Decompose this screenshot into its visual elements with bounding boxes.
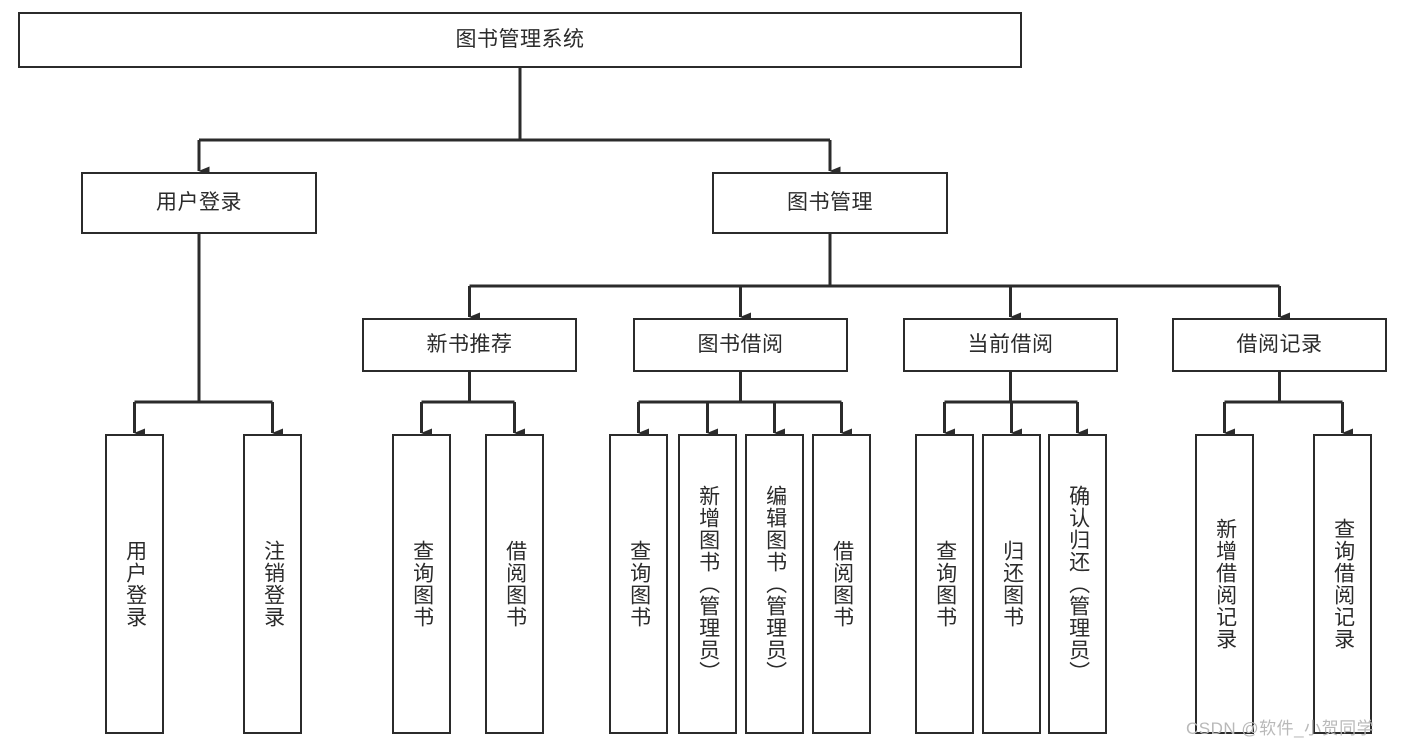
node-root[interactable]: 图书管理系统 [18,12,1022,68]
node-user-login[interactable]: 用户登录 [81,172,317,234]
node-label: 确认归还（管理员） [1066,485,1090,683]
node-label: 图书管理系统 [455,28,585,52]
node-label: 注销登录 [261,540,285,628]
node-label: 借阅图书 [503,540,527,628]
watermark: CSDN @软件_小贺同学 [1186,719,1375,738]
node-label: 归还图书 [1000,540,1024,628]
node-label: 查询图书 [627,540,651,628]
node-label: 新增图书（管理员） [696,485,720,683]
node-label: 借阅记录 [1236,333,1323,357]
node-book-manage[interactable]: 图书管理 [712,172,948,234]
node-leaf-logout[interactable]: 注销登录 [243,434,302,734]
node-book-borrow[interactable]: 图书借阅 [633,318,848,372]
node-label: 用户登录 [123,540,147,628]
node-label: 图书借阅 [697,333,784,357]
node-label: 当前借阅 [967,333,1054,357]
node-leaf-query-book-2[interactable]: 查询图书 [609,434,668,734]
node-new-book-recommend[interactable]: 新书推荐 [362,318,577,372]
node-leaf-query-book-1[interactable]: 查询图书 [392,434,451,734]
node-leaf-add-book[interactable]: 新增图书（管理员） [678,434,737,734]
node-label: 借阅图书 [830,540,854,628]
node-label: 查询图书 [933,540,957,628]
node-leaf-return-book[interactable]: 归还图书 [982,434,1041,734]
node-leaf-borrow-book-1[interactable]: 借阅图书 [485,434,544,734]
node-leaf-add-record[interactable]: 新增借阅记录 [1195,434,1254,734]
node-leaf-query-record[interactable]: 查询借阅记录 [1313,434,1372,734]
node-leaf-confirm-return[interactable]: 确认归还（管理员） [1048,434,1107,734]
node-label: 查询借阅记录 [1331,518,1355,650]
node-leaf-borrow-book-2[interactable]: 借阅图书 [812,434,871,734]
node-label: 图书管理 [787,191,873,215]
node-label: 用户登录 [156,191,242,215]
node-label: 编辑图书（管理员） [763,485,787,683]
node-leaf-edit-book[interactable]: 编辑图书（管理员） [745,434,804,734]
node-label: 新书推荐 [426,333,513,357]
node-borrow-record[interactable]: 借阅记录 [1172,318,1387,372]
node-leaf-user-login[interactable]: 用户登录 [105,434,164,734]
node-label: 新增借阅记录 [1213,518,1237,650]
node-label: 查询图书 [410,540,434,628]
node-current-borrow[interactable]: 当前借阅 [903,318,1118,372]
node-leaf-query-book-3[interactable]: 查询图书 [915,434,974,734]
